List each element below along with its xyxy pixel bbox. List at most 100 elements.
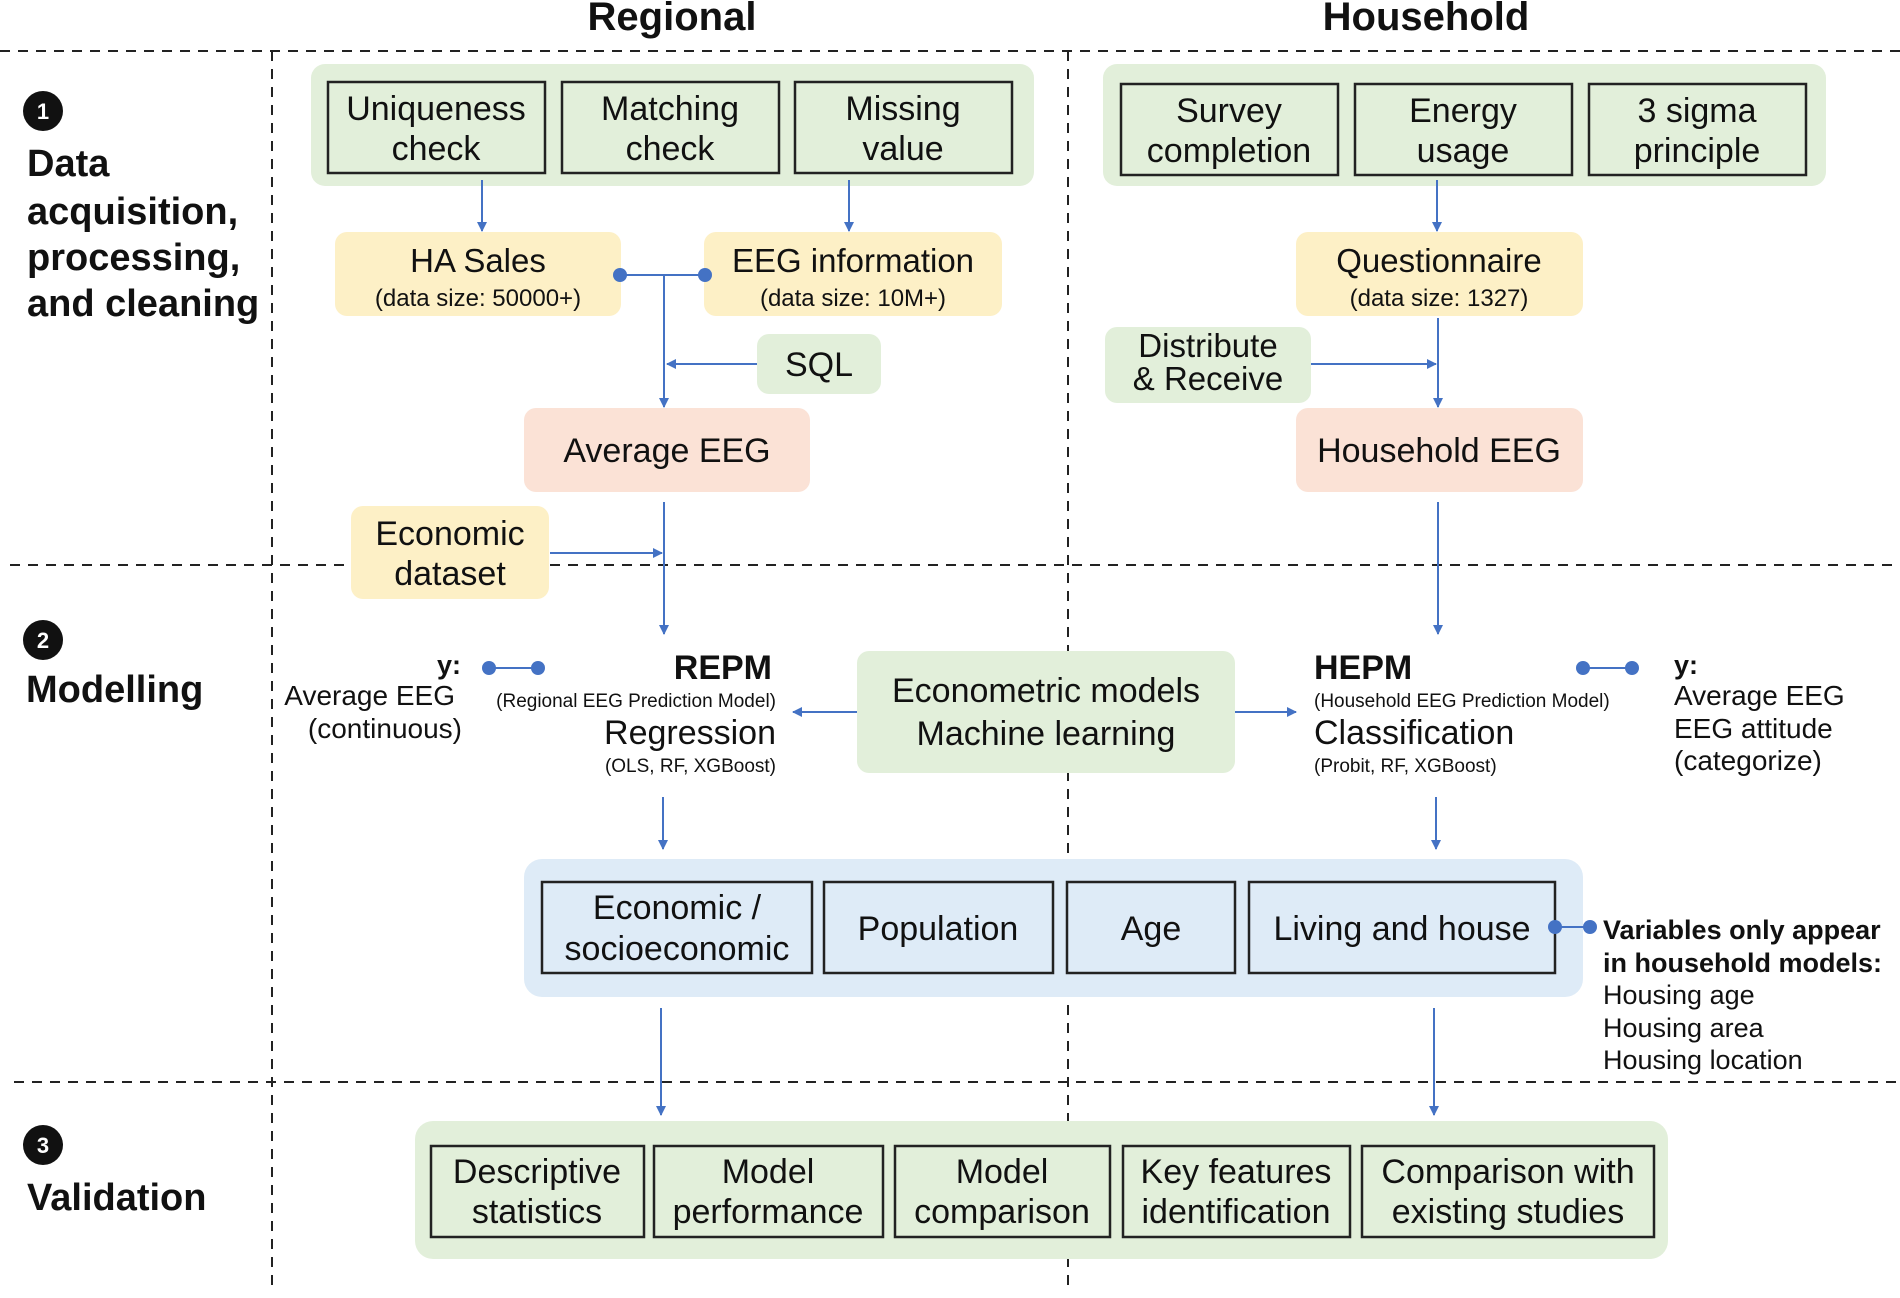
svg-text:Model: Model	[956, 1153, 1049, 1191]
step-2-number-badge	[23, 620, 63, 660]
svg-text:Econometric models: Econometric models	[892, 672, 1200, 710]
svg-text:check: check	[626, 130, 716, 168]
step-2-number: 2	[37, 628, 49, 653]
step-2-label: 2 Modelling	[23, 620, 203, 711]
questionnaire-box: Questionnaire (data size: 1327)	[1296, 232, 1583, 316]
hepm-full-name: (Household EEG Prediction Model)	[1314, 691, 1610, 712]
svg-text:SQL: SQL	[785, 346, 853, 384]
svg-text:existing studies: existing studies	[1392, 1193, 1624, 1231]
ha-sales-title: HA Sales	[410, 242, 546, 279]
step-3-number: 3	[37, 1133, 49, 1158]
variable-age: Age	[1065, 880, 1237, 975]
household-check-survey: Survey completion	[1119, 82, 1340, 177]
repm-y-block: y: Average EEG (continuous)	[284, 650, 545, 744]
variable-economic: Economic / socioeconomic	[540, 880, 814, 975]
hepm-models: (Probit, RF, XGBoost)	[1314, 756, 1497, 777]
svg-text:Comparison with: Comparison with	[1381, 1153, 1634, 1191]
eeg-information-size: (data size: 10M+)	[760, 285, 946, 312]
hepm-method: Classification	[1314, 714, 1514, 752]
svg-text:Age: Age	[1121, 910, 1182, 948]
svg-text:statistics: statistics	[472, 1193, 602, 1231]
validation-comparison: Model comparison	[893, 1144, 1112, 1239]
economic-dataset-box: Economic dataset	[351, 506, 549, 599]
ha-sales-box: HA Sales (data size: 50000+)	[335, 232, 621, 316]
svg-text:Uniqueness: Uniqueness	[346, 90, 526, 128]
validation-descriptive: Descriptive statistics	[429, 1144, 646, 1239]
repm-y-line: (continuous)	[308, 713, 462, 744]
household-check-3sigma: 3 sigma principle	[1587, 82, 1808, 177]
validation-key-features: Key features identification	[1121, 1144, 1352, 1239]
ha-sales-size: (data size: 50000+)	[375, 285, 581, 312]
hepm-y-label: y:	[1674, 650, 1698, 680]
svg-text:Key features: Key features	[1141, 1153, 1332, 1191]
household-eeg-box: Household EEG	[1296, 408, 1583, 492]
svg-text:Housing age: Housing age	[1603, 980, 1755, 1010]
section-dividers	[0, 50, 1900, 1293]
household-header: Household	[1323, 0, 1530, 39]
svg-text:Average EEG: Average EEG	[563, 432, 770, 470]
svg-text:Living and house: Living and house	[1273, 910, 1530, 948]
eeg-information-title: EEG information	[732, 242, 974, 279]
svg-text:Economic: Economic	[375, 515, 524, 553]
repm-block: REPM (Regional EEG Prediction Model) Reg…	[496, 649, 776, 777]
hepm-acronym: HEPM	[1314, 649, 1412, 687]
questionnaire-title: Questionnaire	[1336, 242, 1541, 279]
hepm-y-block: y: Average EEG EEG attitude (categorize)	[1576, 650, 1845, 776]
household-check-energy: Energy usage	[1353, 82, 1574, 177]
svg-text:in household models:: in household models:	[1603, 948, 1882, 978]
svg-text:Variables only appear: Variables only appear	[1603, 915, 1881, 945]
svg-text:performance: performance	[673, 1193, 864, 1231]
svg-text:Housing location: Housing location	[1603, 1045, 1803, 1075]
sql-box: SQL	[757, 334, 881, 394]
repm-acronym: REPM	[674, 649, 772, 687]
svg-text:comparison: comparison	[914, 1193, 1090, 1231]
svg-text:Housing area: Housing area	[1603, 1013, 1765, 1043]
regional-check-matching: Matching check	[560, 80, 781, 175]
step-1-title-line: processing,	[27, 237, 240, 279]
repm-full-name: (Regional EEG Prediction Model)	[496, 691, 776, 712]
repm-method: Regression	[604, 714, 776, 752]
econometric-models-box: Econometric models Machine learning	[857, 651, 1235, 773]
svg-text:Distribute: Distribute	[1138, 327, 1277, 364]
hepm-y-line: EEG attitude	[1674, 713, 1833, 744]
distribute-receive-box: Distribute & Receive	[1105, 327, 1311, 403]
svg-text:identification: identification	[1141, 1193, 1330, 1231]
step-3-label: 3 Validation	[23, 1125, 206, 1219]
svg-text:Descriptive: Descriptive	[453, 1153, 621, 1191]
average-eeg-box: Average EEG	[524, 408, 810, 492]
step-1-label: 1 Data acquisition, processing, and clea…	[23, 91, 259, 325]
hepm-y-line: Average EEG	[1674, 680, 1845, 711]
step-1-title-line: and cleaning	[27, 283, 259, 325]
svg-text:3 sigma: 3 sigma	[1637, 92, 1756, 130]
variable-living-house: Living and house	[1247, 880, 1557, 975]
validation-existing-studies: Comparison with existing studies	[1360, 1144, 1656, 1239]
regional-check-missing-value: Missing value	[793, 80, 1014, 175]
svg-text:Population: Population	[858, 910, 1019, 948]
svg-text:Household EEG: Household EEG	[1317, 432, 1561, 470]
step-1-number-badge	[23, 91, 63, 131]
regional-check-uniqueness: Uniqueness check	[326, 80, 547, 175]
hepm-block: HEPM (Household EEG Prediction Model) Cl…	[1314, 649, 1610, 777]
step-1-title-line: Data	[27, 143, 110, 185]
svg-text:Survey: Survey	[1176, 92, 1282, 130]
svg-text:value: value	[862, 130, 943, 168]
step-3-title: Validation	[27, 1177, 206, 1219]
step-1-number: 1	[37, 99, 49, 124]
svg-text:Machine learning: Machine learning	[917, 715, 1176, 753]
validation-performance: Model performance	[652, 1144, 885, 1239]
svg-text:principle: principle	[1634, 132, 1761, 170]
variable-population: Population	[822, 880, 1055, 975]
svg-text:Missing: Missing	[845, 90, 960, 128]
regional-header: Regional	[588, 0, 757, 39]
hepm-y-line: (categorize)	[1674, 745, 1822, 776]
ha-sales-connector-dot	[613, 268, 627, 282]
household-only-variables-note: Variables only appear in household model…	[1548, 915, 1882, 1075]
repm-models: (OLS, RF, XGBoost)	[605, 756, 776, 777]
eeg-info-connector-dot	[698, 268, 712, 282]
connectors	[477, 180, 1443, 1116]
svg-text:socioeconomic: socioeconomic	[565, 930, 790, 968]
repm-y-label: y:	[437, 650, 461, 680]
svg-text:Economic /: Economic /	[593, 889, 762, 927]
svg-text:Energy: Energy	[1409, 92, 1517, 130]
